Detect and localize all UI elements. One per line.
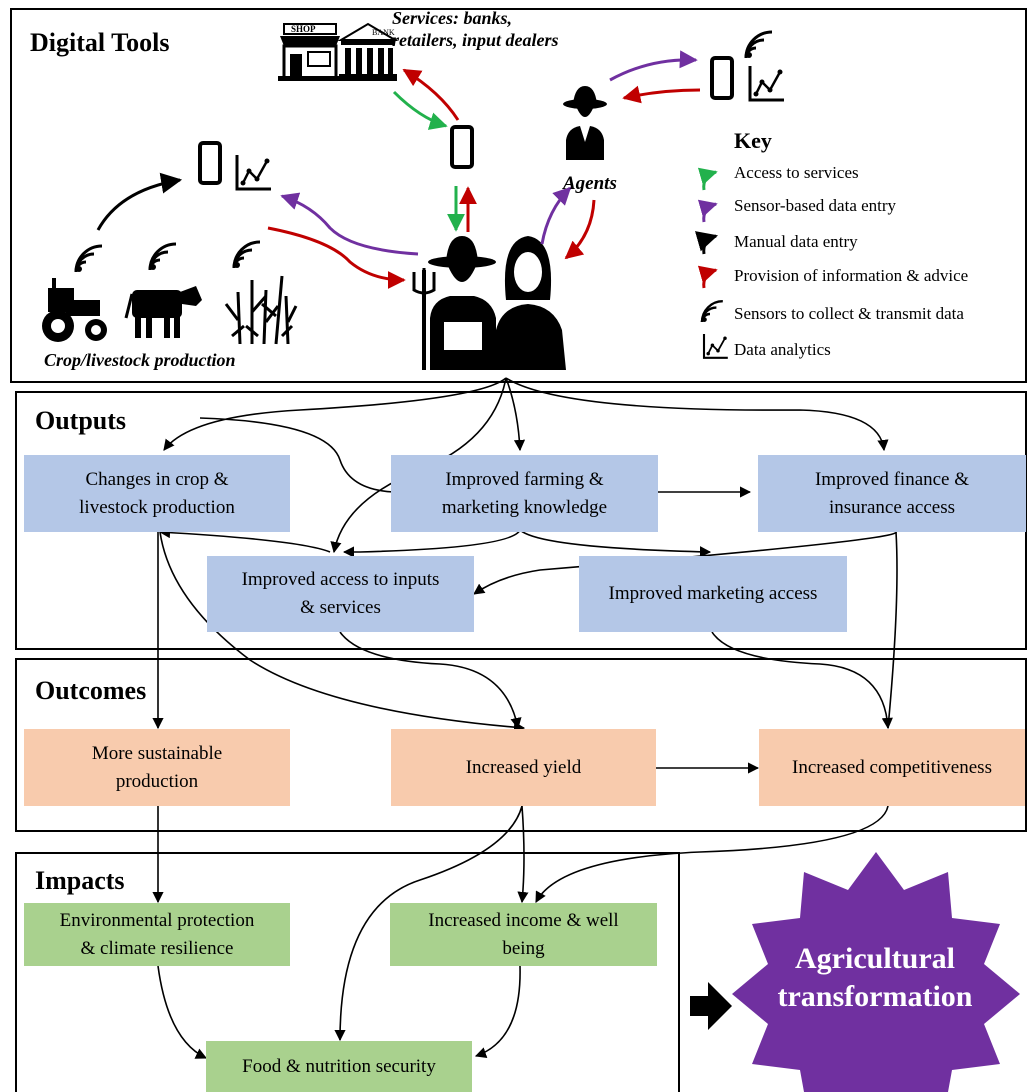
arrow-changes-to-yield <box>159 531 526 733</box>
bank-icon <box>337 22 399 81</box>
farming-knowledge-box: Improved farming & marketing knowledge <box>391 455 658 532</box>
farmer-woman-icon <box>492 236 566 370</box>
services-label: Services: banks, retailers, input dealer… <box>392 8 559 50</box>
arrow-marketing-to-competitiveness <box>711 631 893 730</box>
shop-sign: SHOP <box>291 24 316 34</box>
arrow-competitiveness-to-income <box>535 805 889 903</box>
key-manual-entry: Manual data entry <box>734 232 858 251</box>
key-access-services: Access to services <box>734 163 859 182</box>
shop-icon <box>278 23 342 81</box>
digital-tools-title: Digital Tools <box>30 28 170 57</box>
environment-box: Environmental protection & climate resil… <box>24 903 290 966</box>
bank-sign: BANK <box>372 28 395 37</box>
marketing-access-box: Improved marketing access <box>579 556 847 632</box>
key-sensors: Sensors to collect & transmit data <box>734 304 964 323</box>
food-security-box: Food & nutrition security <box>206 1041 472 1092</box>
key-data-analytics: Data analytics <box>734 340 831 359</box>
arrow-farmers-to-changes <box>163 377 507 451</box>
agricultural-transformation-label: Agricultural transformation <box>777 942 973 1013</box>
purple-arrow-agents-to-tools <box>609 50 698 82</box>
key-sensor-entry: Sensor-based data entry <box>734 196 897 215</box>
increased-yield-box: Increased yield <box>391 729 656 806</box>
farmers-label: Farmers <box>444 354 512 375</box>
manual-entry-arrow <box>96 172 183 231</box>
red-arrow-phone-to-services <box>402 68 460 121</box>
agricultural-transformation-star <box>732 852 1020 1092</box>
phone-icon-center <box>450 125 474 169</box>
green-arrow-icon <box>697 167 718 191</box>
agent-icon <box>563 86 607 160</box>
wireless-sensor-icon-tractor <box>74 244 104 274</box>
green-arrow-services-to-phone <box>392 90 448 130</box>
arrow-yield-to-food <box>334 805 523 1042</box>
arrow-knowledge-to-inputs <box>342 529 521 558</box>
phone-icon-left <box>198 141 222 185</box>
impacts-title: Impacts <box>35 866 125 895</box>
wireless-sensor-icon <box>700 300 724 324</box>
arrow-knowledge-to-changes <box>199 417 395 493</box>
cow-icon <box>124 286 202 338</box>
red-arrow-agents-to-farmers <box>564 199 596 260</box>
arrow-yield-to-income <box>517 805 529 904</box>
arrow-inputs-to-changes <box>158 526 331 553</box>
outputs-title: Outputs <box>35 406 127 435</box>
tractor-icon <box>42 278 107 342</box>
outcomes-panel <box>15 658 1027 832</box>
arrow-knowledge-to-marketing <box>519 529 712 558</box>
wireless-sensor-icon-crop <box>232 240 262 270</box>
income-box: Increased income & well being <box>390 903 657 966</box>
purple-arrow-farmers-to-left-tools <box>280 192 419 256</box>
data-analytics-icon-topright <box>748 64 786 102</box>
arrow-inputs-to-yield <box>339 631 522 730</box>
block-arrow-icon <box>690 982 732 1030</box>
impacts-panel <box>15 852 680 1092</box>
sustainable-production-box: More sustainable production <box>24 729 290 806</box>
arrow-farmers-to-finance <box>505 377 889 452</box>
crop-icon <box>224 275 298 345</box>
agents-label: Agents <box>563 173 617 194</box>
digital-tools-panel <box>10 8 1027 383</box>
finance-access-box: Improved finance & insurance access <box>758 455 1026 532</box>
red-arrow-icon <box>697 265 718 289</box>
arrow-income-to-food <box>474 965 521 1058</box>
outputs-panel <box>15 391 1027 650</box>
inputs-access-box: Improved access to inputs & services <box>207 556 474 632</box>
farmer-man-icon <box>412 236 496 370</box>
arrow-finance-to-competitiveness <box>887 531 898 729</box>
phone-icon-topright <box>710 56 734 100</box>
arrow-farmers-to-knowledge <box>505 377 526 452</box>
outcomes-title: Outcomes <box>35 676 147 705</box>
data-analytics-icon-left <box>235 153 273 191</box>
key-info-advice: Provision of information & advice <box>734 266 969 285</box>
red-arrow-tools-to-agents <box>622 85 701 104</box>
production-label: Crop/livestock production <box>44 350 236 370</box>
changes-production-box: Changes in crop & livestock production <box>24 455 290 532</box>
competitiveness-box: Increased competitiveness <box>759 729 1025 806</box>
key-title: Key <box>734 128 772 153</box>
black-arrow-icon <box>694 231 719 255</box>
arrow-environment-to-food <box>157 965 208 1059</box>
wireless-sensor-icon-cow <box>148 242 178 272</box>
purple-arrow-icon <box>697 199 718 223</box>
wireless-sensor-icon-topright <box>744 30 774 60</box>
data-analytics-icon <box>702 332 729 359</box>
red-arrow-tools-to-farmers <box>267 226 406 289</box>
purple-arrow-farmers-to-agents <box>540 186 572 245</box>
